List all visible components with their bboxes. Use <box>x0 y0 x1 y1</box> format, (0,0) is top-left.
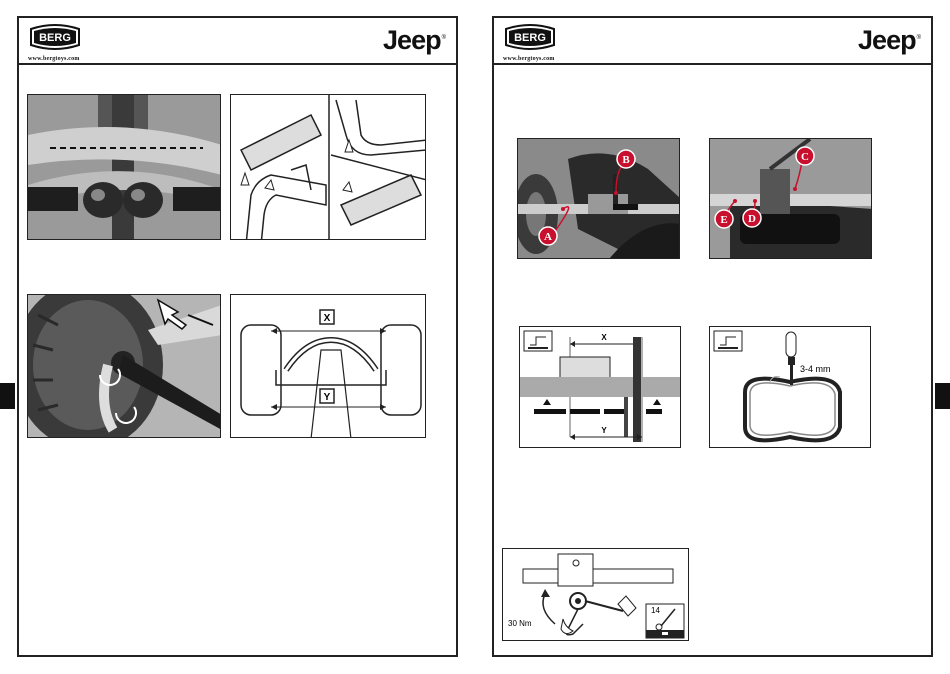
diagram-torque-wrench: 30 Nm 14 <box>502 548 689 641</box>
website-url: www.bergtoys.com <box>28 56 80 62</box>
svg-text:3-4 mm: 3-4 mm <box>800 364 831 374</box>
svg-text:X: X <box>601 333 607 342</box>
diagram-chain-tension: 3-4 mm <box>709 326 871 448</box>
berg-logo: BERG <box>27 23 83 55</box>
diagram-track-alignment: X Y <box>230 294 426 438</box>
svg-text:A: A <box>544 231 552 243</box>
svg-text:D: D <box>748 213 756 225</box>
svg-text:Y: Y <box>601 426 607 435</box>
svg-text:14: 14 <box>651 606 660 615</box>
svg-text:E: E <box>720 214 727 226</box>
photo-brake-cable-ab: A B <box>517 138 680 259</box>
svg-text:B: B <box>622 154 630 166</box>
left-page: BERG www.bergtoys.com Jeep® <box>17 16 458 657</box>
photo-brake-adjust-cde: C E D <box>709 138 872 259</box>
diagram-chain-alignment: X Y <box>519 326 681 448</box>
jeep-logo: Jeep® <box>858 26 919 54</box>
svg-text:C: C <box>801 151 809 163</box>
chapter-tab-left <box>0 383 15 409</box>
photo-wheel-nut <box>27 294 221 438</box>
page-header: BERG www.bergtoys.com Jeep® <box>19 18 456 65</box>
svg-text:BERG: BERG <box>514 32 546 44</box>
photo-front-axle <box>27 94 221 240</box>
page-header: BERG www.bergtoys.com Jeep® <box>494 18 931 65</box>
svg-text:X: X <box>324 313 331 324</box>
svg-text:BERG: BERG <box>39 32 71 44</box>
svg-text:30 Nm: 30 Nm <box>508 619 532 628</box>
right-page: BERG www.bergtoys.com Jeep® A B <box>492 16 933 657</box>
svg-text:Y: Y <box>324 392 331 403</box>
diagram-bumper-assembly <box>230 94 426 240</box>
chapter-tab-right <box>935 383 950 409</box>
berg-logo: BERG <box>502 23 558 55</box>
jeep-logo: Jeep® <box>383 26 444 54</box>
website-url: www.bergtoys.com <box>503 56 555 62</box>
